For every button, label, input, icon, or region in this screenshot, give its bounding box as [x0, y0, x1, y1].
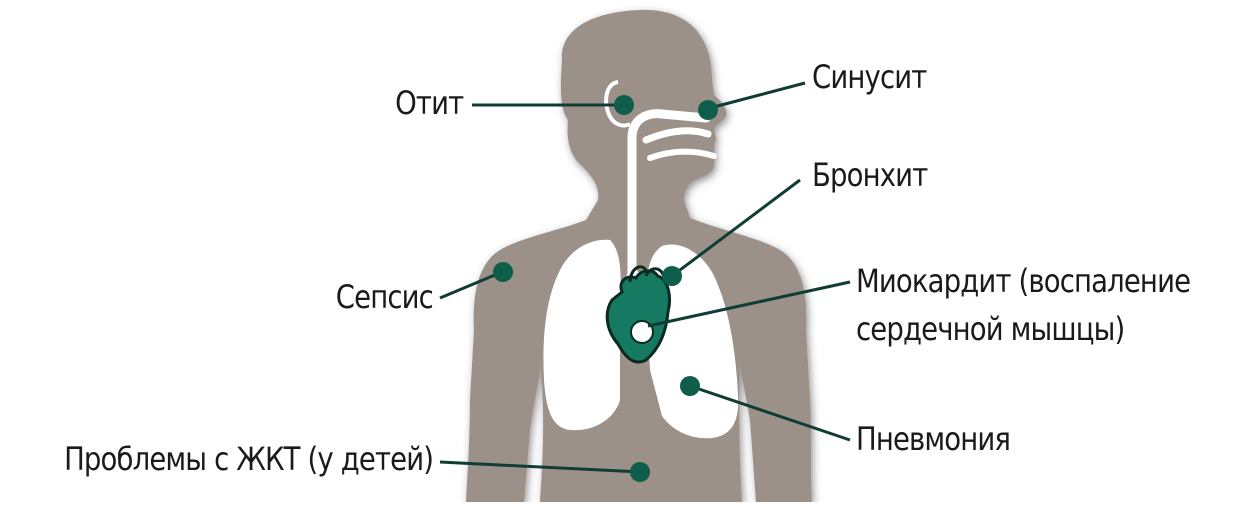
body-silhouette — [466, 10, 812, 502]
dot-bronchitis — [662, 266, 682, 286]
label-otitis: Отит — [395, 84, 463, 122]
line-sinusitis — [710, 83, 805, 108]
label-pneumonia: Пневмония — [856, 420, 1010, 458]
label-sinusitis: Синусит — [812, 58, 926, 96]
dot-otitis — [614, 95, 634, 115]
dot-sinusitis — [698, 100, 718, 120]
label-myocarditis-line1: Миокардит (воспаление — [856, 262, 1190, 300]
label-sepsis: Сепсис — [336, 278, 433, 316]
dot-gi — [630, 462, 650, 482]
label-gi-problems: Проблемы с ЖКТ (у детей) — [64, 440, 433, 478]
label-myocarditis-line2: сердечной мышцы) — [856, 310, 1124, 348]
dot-pneumonia — [680, 376, 700, 396]
label-bronchitis: Бронхит — [812, 156, 927, 194]
dot-sepsis — [493, 262, 513, 282]
